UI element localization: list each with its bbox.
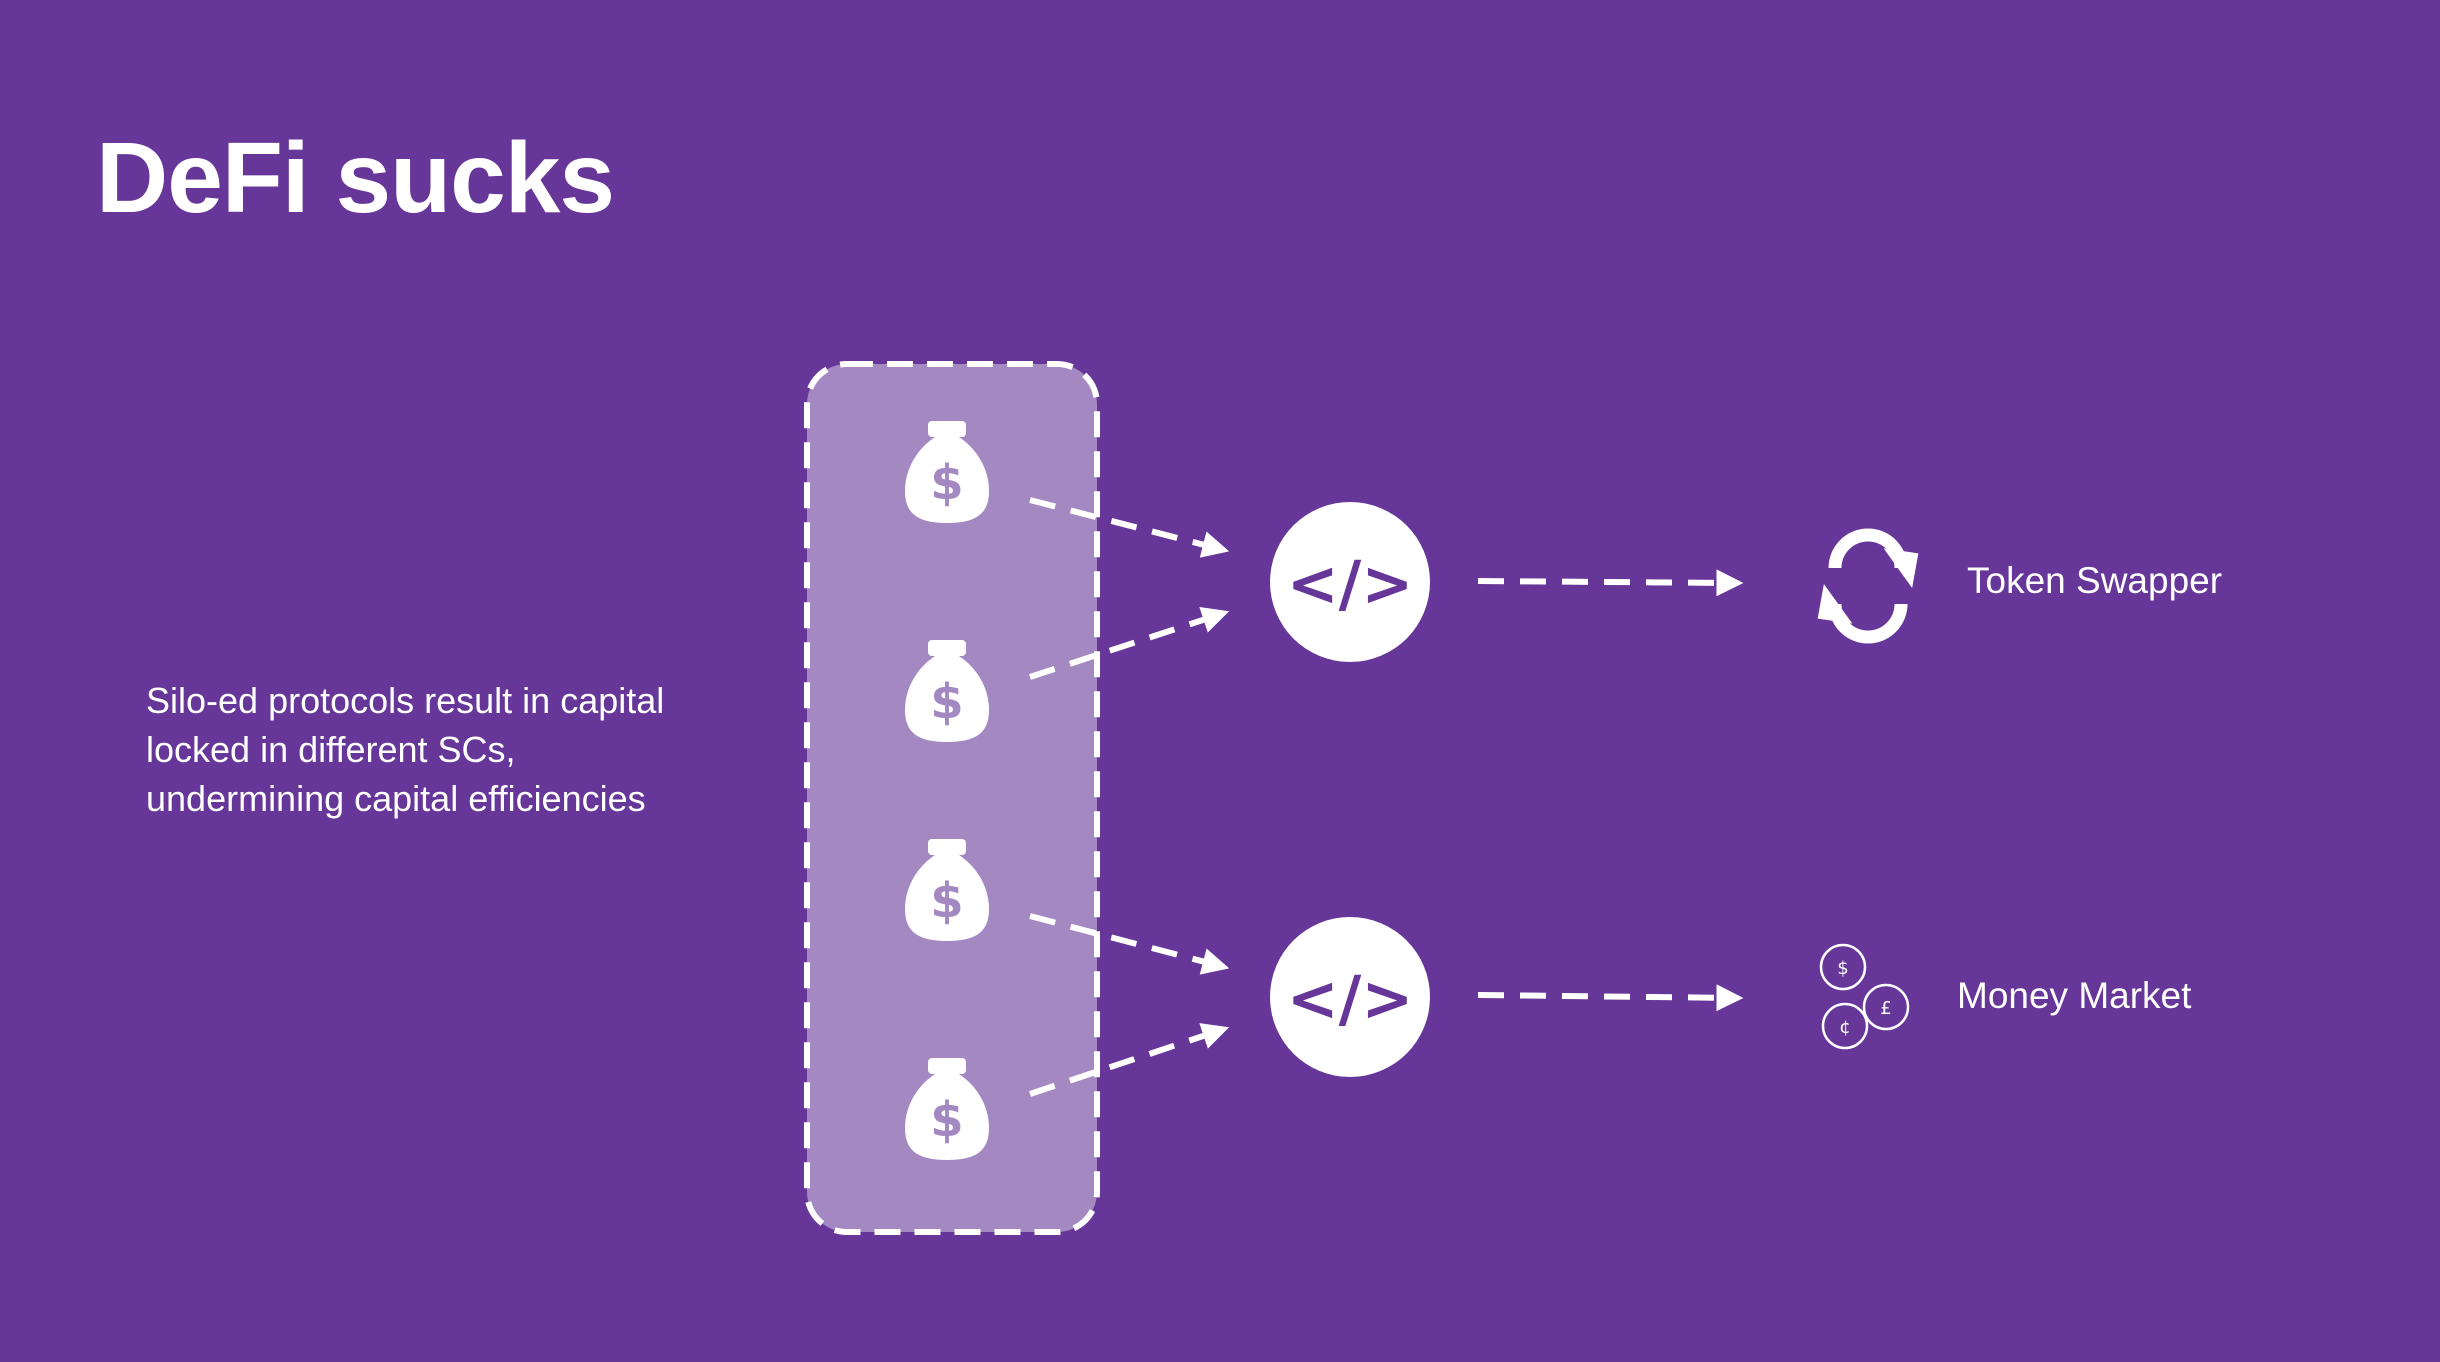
token-swapper-label: Token Swapper bbox=[1967, 560, 2223, 601]
flow-arrow bbox=[1029, 497, 1230, 558]
description-line-2: locked in different SCs, bbox=[146, 729, 516, 770]
code-icon: </> bbox=[1287, 547, 1414, 620]
slide-title: DeFi sucks bbox=[96, 122, 615, 234]
silo-pool-box bbox=[804, 361, 1100, 1235]
coins-icon: $ £ ¢ bbox=[1819, 943, 1910, 1050]
description-line-3: undermining capital efficiencies bbox=[146, 778, 646, 819]
svg-text:$: $ bbox=[1837, 958, 1848, 979]
svg-text:£: £ bbox=[1880, 998, 1891, 1019]
flow-arrow bbox=[1477, 984, 1744, 1012]
flow-arrow bbox=[1029, 1023, 1230, 1097]
code-icon: </> bbox=[1287, 962, 1414, 1035]
money-market-label: Money Market bbox=[1957, 975, 2192, 1016]
description-line-1: Silo-ed protocols result in capital bbox=[146, 680, 665, 721]
flow-arrow bbox=[1029, 913, 1230, 975]
svg-text:¢: ¢ bbox=[1839, 1017, 1850, 1038]
refresh-arrows-icon bbox=[1817, 528, 1919, 644]
description-text: Silo-ed protocols result in capital lock… bbox=[146, 676, 746, 823]
smart-contract-node: </> bbox=[1270, 502, 1430, 662]
flow-arrow bbox=[1477, 569, 1744, 597]
flow-arrow bbox=[1029, 606, 1230, 680]
smart-contract-node: </> bbox=[1270, 917, 1430, 1077]
